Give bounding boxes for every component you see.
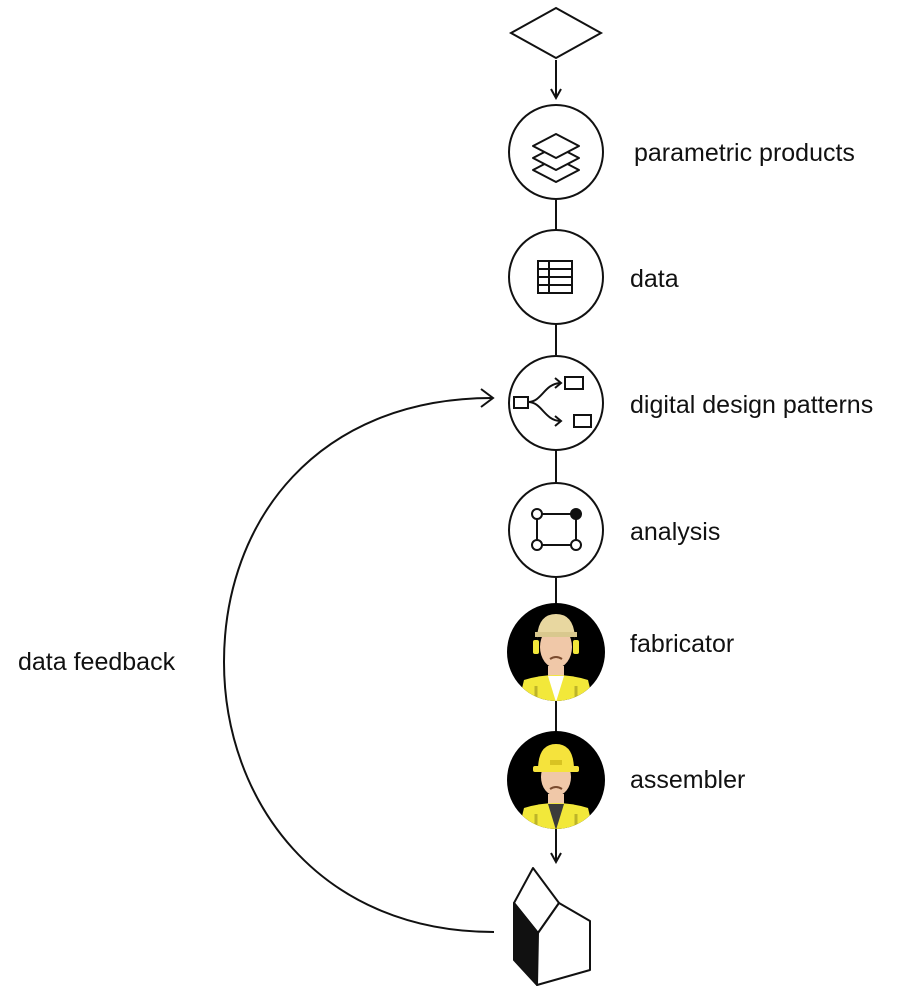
nodes-square-icon	[531, 508, 582, 551]
start-diamond	[508, 6, 604, 60]
node-parametric-products	[508, 104, 604, 200]
label-fabricator: fabricator	[630, 630, 735, 658]
label-parametric-products: parametric products	[634, 139, 855, 167]
node-assembler	[507, 731, 605, 829]
layers-icon	[532, 133, 580, 183]
node-digital-design-patterns	[508, 355, 604, 451]
feedback-arrowhead	[480, 388, 495, 408]
label-analysis: analysis	[630, 518, 721, 546]
end-building-block	[513, 867, 591, 986]
label-digital-design-patterns: digital design patterns	[630, 391, 874, 419]
label-data: data	[630, 265, 679, 293]
node-fabricator	[507, 603, 605, 701]
node-analysis	[508, 482, 604, 578]
flow-branch-icon	[513, 376, 592, 428]
table-icon	[537, 260, 573, 294]
label-data-feedback: data feedback	[18, 648, 176, 676]
feedback-arc	[222, 397, 495, 933]
label-assembler: assembler	[630, 766, 746, 794]
node-data	[508, 229, 604, 325]
